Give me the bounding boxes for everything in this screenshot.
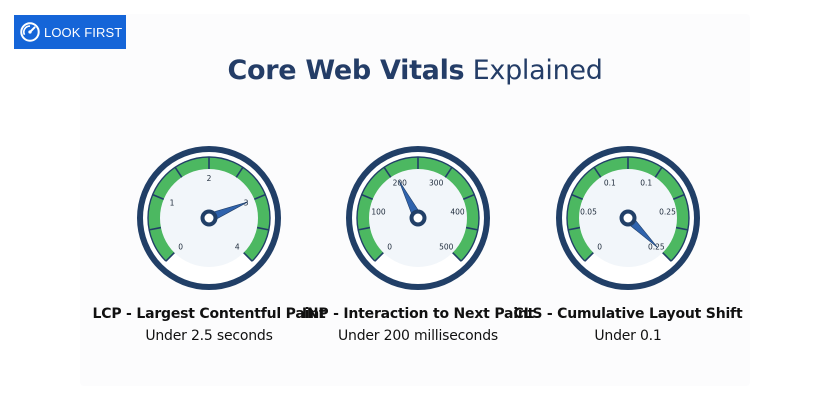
gauge-tick [152, 193, 165, 200]
gauge-scale-label: 1 [170, 199, 175, 208]
gauge-tick [165, 252, 175, 262]
gauge-cls: 00.050.10.10.250.25 [556, 146, 700, 290]
gauge-scale-label: 3 [244, 199, 249, 208]
logo-text: LOOK FIRST [44, 24, 123, 40]
caption-lcp: LCP - Largest Contentful Paint Under 2.5… [89, 306, 329, 344]
gauge-label-lcp: LCP - Largest Contentful Paint [92, 306, 326, 322]
gauge-tick [361, 193, 374, 200]
title-light: Explained [472, 55, 603, 86]
gauge-threshold-cls: Under 0.1 [594, 328, 662, 344]
compass-gauge-icon [20, 22, 40, 42]
gauge-threshold-lcp: Under 2.5 seconds [145, 328, 273, 344]
gauge-tick [383, 166, 392, 178]
gauge-scale-label: 0.1 [640, 178, 652, 187]
gauge-scale-label: 4 [235, 242, 240, 251]
gauge-scale-label: 0.25 [659, 208, 676, 217]
gauge-scale-label: 0.1 [604, 178, 616, 187]
look-first-logo[interactable]: LOOK FIRST [14, 15, 126, 49]
gauge-scale-label: 2 [207, 174, 212, 183]
gauge-tick [593, 166, 602, 178]
gauge-tick [174, 166, 183, 178]
gauge-scale-label: 100 [371, 208, 386, 217]
gauge-scale-label: 300 [429, 178, 444, 187]
gauge-tick [662, 252, 672, 262]
title-bold: Core Web Vitals [227, 55, 465, 86]
gauge-hub-center [413, 213, 423, 223]
gauge-scale-label: 0 [387, 242, 392, 251]
gauge-scale-label: 0.05 [580, 208, 597, 217]
gauge-inp: 0100200300400500 [346, 146, 490, 290]
gauge-scale-label: 0 [597, 242, 602, 251]
page-title: Core Web Vitals Explained [0, 55, 830, 86]
gauge-tick [571, 193, 584, 200]
gauge-threshold-inp: Under 200 milliseconds [337, 328, 499, 344]
gauge-tick [256, 226, 269, 231]
gauge-tick [374, 252, 384, 262]
gauge-tick [568, 226, 581, 231]
gauge-tick [452, 252, 462, 262]
gauge-tick [462, 193, 475, 200]
gauge-tick [465, 226, 478, 231]
gauge-hub-center [204, 213, 214, 223]
gauge-tick [672, 193, 685, 200]
gauge-scale-label: 500 [439, 242, 454, 251]
gauge-label-inp: INP - Interaction to Next Paint [301, 306, 535, 322]
gauge-tick [358, 226, 371, 231]
caption-inp: INP - Interaction to Next Paint Under 20… [298, 306, 538, 344]
gauge-lcp: 0 1 2 3 4 [137, 146, 281, 290]
gauge-label-cls: CLS - Cumulative Layout Shift [513, 306, 743, 322]
gauge-tick [235, 166, 244, 178]
gauge-hub-center [623, 213, 633, 223]
caption-cls: CLS - Cumulative Layout Shift Under 0.1 [508, 306, 748, 344]
gauge-scale-label: 400 [450, 208, 465, 217]
gauge-tick [654, 166, 663, 178]
gauge-tick [444, 166, 453, 178]
gauge-tick [243, 252, 253, 262]
gauge-tick [149, 226, 162, 231]
gauge-tick [584, 252, 594, 262]
gauge-scale-label: 0 [178, 242, 183, 251]
gauge-tick [253, 193, 266, 200]
gauge-tick [675, 226, 688, 231]
